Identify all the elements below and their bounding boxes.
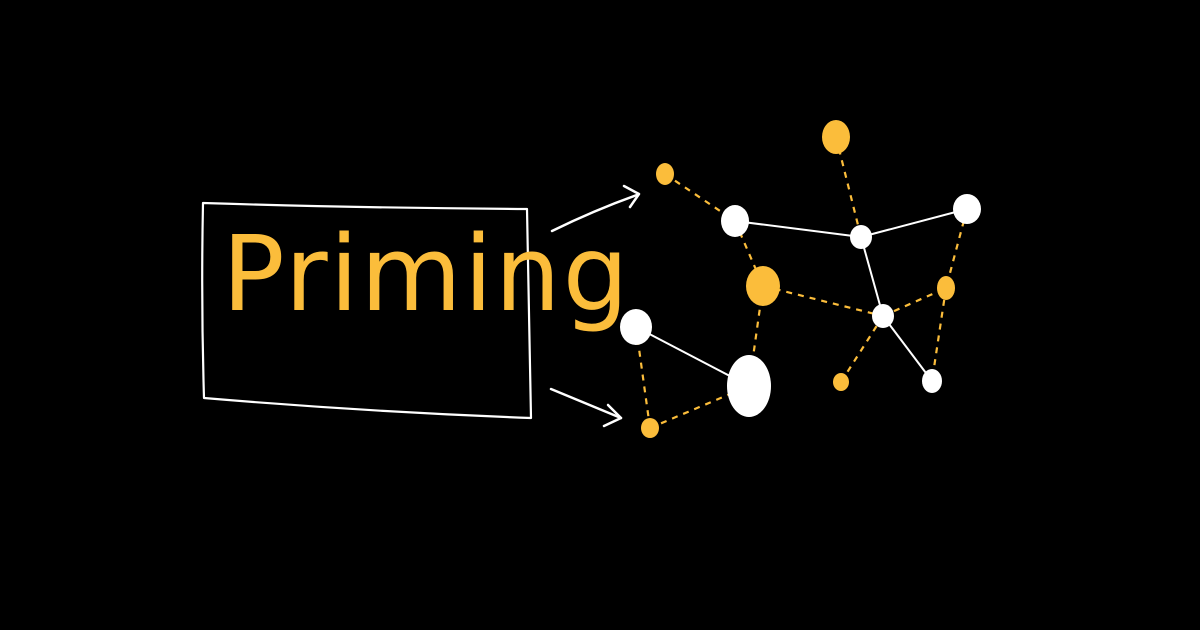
- network-edges: [634, 136, 969, 430]
- node-yellow: [746, 266, 780, 306]
- node-white: [620, 309, 652, 345]
- edge-solid: [734, 220, 862, 238]
- edge-dashed: [664, 173, 736, 222]
- node-yellow: [937, 276, 955, 300]
- edge-dashed: [762, 284, 884, 318]
- node-yellow: [833, 373, 849, 391]
- node-white: [727, 355, 771, 417]
- node-white: [850, 225, 872, 249]
- edge-solid: [882, 315, 933, 382]
- arrow-lower-icon: [549, 387, 623, 428]
- priming-label: Priming: [222, 213, 631, 335]
- edge-dashed: [834, 136, 863, 238]
- edge-dashed: [930, 287, 948, 382]
- node-yellow: [822, 120, 850, 154]
- node-yellow: [641, 418, 659, 438]
- arrow-upper-icon: [550, 184, 641, 233]
- node-yellow: [656, 163, 674, 185]
- edge-solid: [860, 208, 968, 238]
- priming-box: [201, 201, 533, 420]
- node-white: [721, 205, 749, 237]
- node-white: [872, 304, 894, 328]
- edge-dashed: [840, 315, 884, 383]
- node-white: [922, 369, 942, 393]
- network-nodes: [620, 120, 981, 438]
- edge-solid: [860, 236, 884, 317]
- node-white: [953, 194, 981, 224]
